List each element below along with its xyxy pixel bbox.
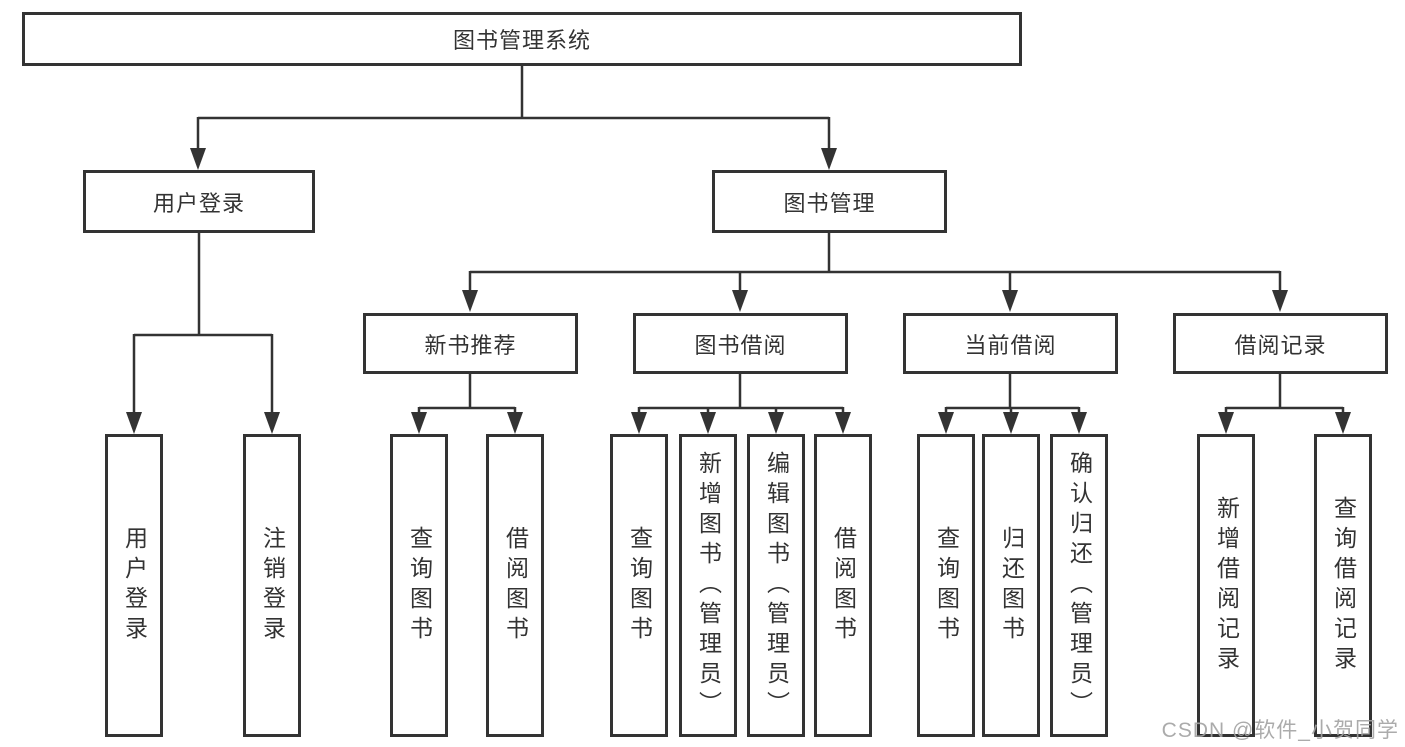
node-user-login: 用户登录 [83,170,315,233]
node-book-management: 图书管理 [712,170,947,233]
node-label: 图书借阅 [694,332,787,358]
node-label: 新增借阅记录 [1213,495,1240,676]
node-leaf-logout: 注销登录 [243,434,301,737]
node-label: 用户登录 [152,190,245,216]
node-label: 查询借阅记录 [1330,495,1357,676]
node-leaf-borrow-books: 借阅图书 [814,434,872,737]
node-label: 新书推荐 [424,332,517,358]
node-new-book-recommend: 新书推荐 [363,313,578,374]
arrow-icon [411,412,427,434]
node-leaf-query-books-recommend: 查询图书 [390,434,448,737]
node-leaf-return-books: 归还图书 [982,434,1040,737]
arrow-icon [1335,412,1351,434]
node-current-borrowing: 当前借阅 [903,313,1118,374]
node-label: 归还图书 [998,525,1025,646]
node-label: 图书管理 [783,190,876,216]
arrow-icon [264,412,280,434]
node-label: 新增图书（管理员） [695,450,722,721]
node-label: 借阅记录 [1234,332,1327,358]
arrow-icon [938,412,954,434]
node-label: 当前借阅 [964,332,1057,358]
arrow-icon [631,412,647,434]
node-label: 注销登录 [259,525,286,646]
node-label: 查询图书 [933,525,960,646]
node-leaf-query-books-current: 查询图书 [917,434,975,737]
node-leaf-borrow-books-recommend: 借阅图书 [486,434,544,737]
arrow-icon [732,290,748,312]
node-label: 用户登录 [121,525,148,646]
node-label: 查询图书 [626,525,653,646]
arrow-icon [700,412,716,434]
arrow-icon [1003,412,1019,434]
node-leaf-query-borrow-record: 查询借阅记录 [1314,434,1372,737]
node-label: 查询图书 [406,525,433,646]
arrow-icon [190,148,206,170]
arrow-icon [1002,290,1018,312]
node-leaf-query-books-borrow: 查询图书 [610,434,668,737]
arrow-icon [1272,290,1288,312]
arrow-icon [1218,412,1234,434]
connector-path [132,66,1345,414]
node-book-borrowing: 图书借阅 [633,313,848,374]
node-label: 编辑图书（管理员） [763,450,790,721]
arrow-icon [1071,412,1087,434]
node-label: 确认归还（管理员） [1066,450,1093,721]
node-library-system: 图书管理系统 [22,12,1022,66]
arrow-icon [462,290,478,312]
node-label: 借阅图书 [830,525,857,646]
node-borrowing-records: 借阅记录 [1173,313,1388,374]
node-leaf-user-login: 用户登录 [105,434,163,737]
node-label: 借阅图书 [502,525,529,646]
arrow-icon [126,412,142,434]
arrow-icon [507,412,523,434]
node-leaf-confirm-return-admin: 确认归还（管理员） [1050,434,1108,737]
arrow-icon [768,412,784,434]
node-leaf-add-borrow-record: 新增借阅记录 [1197,434,1255,737]
node-label: 图书管理系统 [452,28,591,53]
node-leaf-edit-books-admin: 编辑图书（管理员） [747,434,805,737]
node-leaf-add-books-admin: 新增图书（管理员） [679,434,737,737]
arrow-icon [821,148,837,170]
arrow-icon [835,412,851,434]
arrowheads [126,148,1351,434]
